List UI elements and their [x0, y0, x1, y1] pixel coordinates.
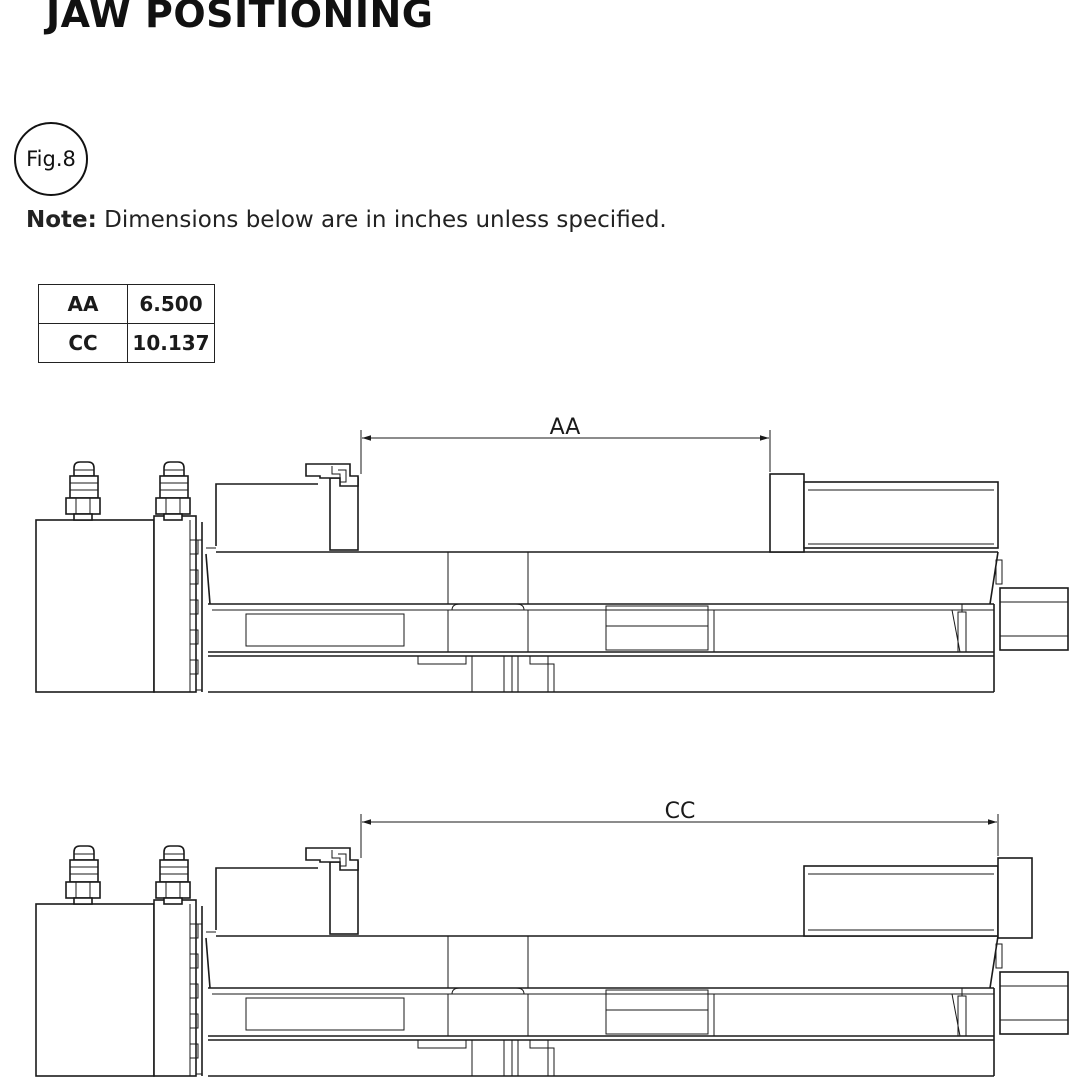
figure-label: Fig.8 — [26, 147, 76, 171]
movable-jaw-plate — [769, 473, 805, 553]
note-label: Note: — [26, 207, 97, 233]
dimension-label-aa: AA — [550, 415, 581, 440]
movable-jaw-body — [803, 481, 999, 549]
note-body: Dimensions below are in inches unless sp… — [96, 207, 667, 233]
note-text: Note: Dimensions below are in inches unl… — [26, 207, 667, 233]
dimension-value-aa: 6.500 — [127, 284, 215, 324]
vise-drawing-aa: AA — [36, 415, 1068, 692]
dimensions-table: AA 6.500 CC 10.137 — [38, 284, 215, 363]
page-title: JAW POSITIONING — [46, 0, 434, 36]
movable-jaw-plate — [997, 857, 1033, 939]
vise-drawing-cc: CC — [36, 799, 1068, 1076]
dimension-value-cc: 10.137 — [127, 323, 215, 363]
dimension-key-cc: CC — [38, 323, 128, 363]
dimension-label-cc: CC — [665, 799, 696, 824]
table-row: CC 10.137 — [38, 323, 215, 363]
movable-jaw-body — [803, 865, 999, 937]
figure-badge: Fig.8 — [14, 122, 88, 196]
table-row: AA 6.500 — [38, 284, 215, 324]
